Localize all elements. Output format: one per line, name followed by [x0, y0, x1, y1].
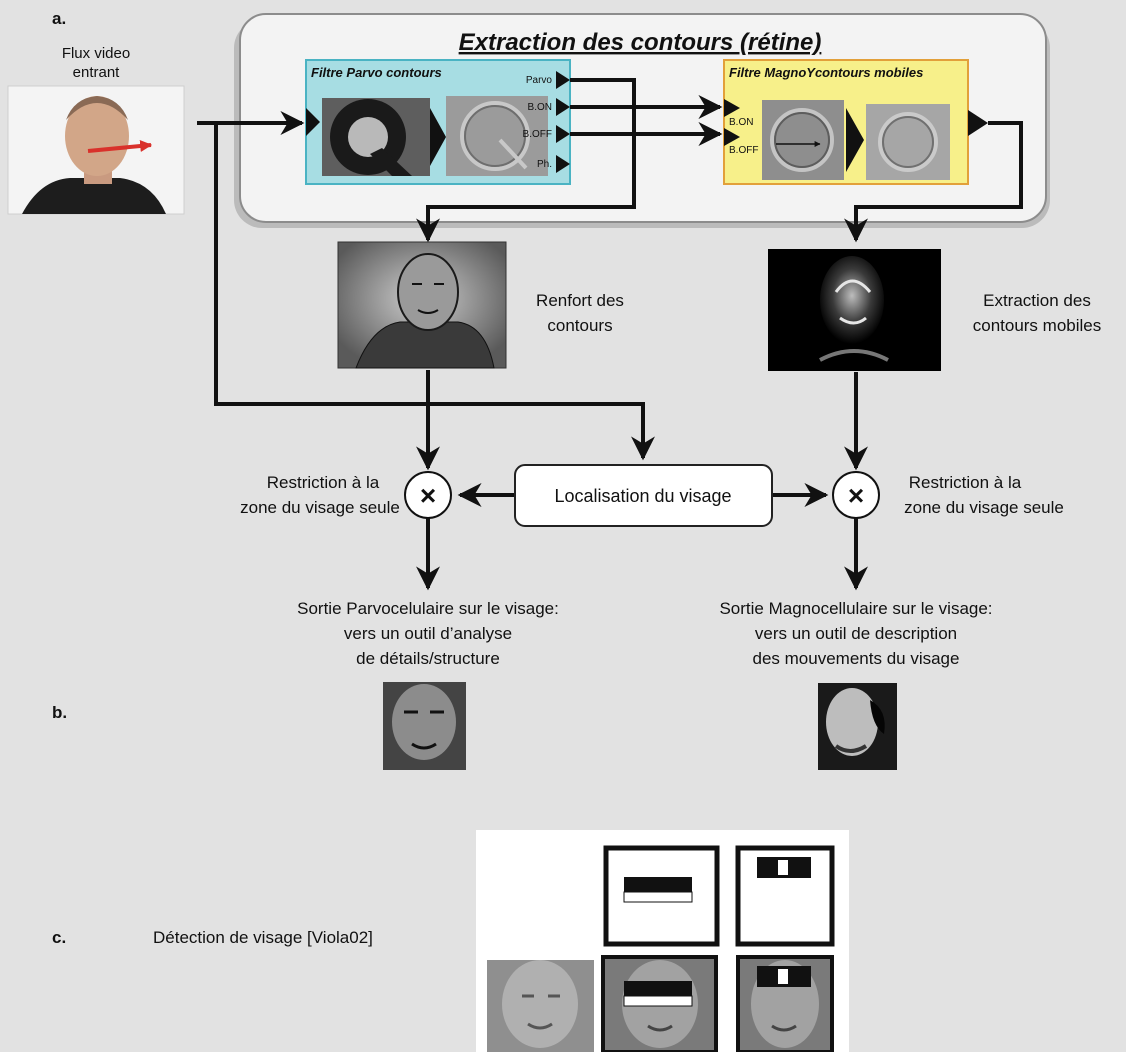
- parvo-q-output-image: [446, 96, 548, 176]
- panel-label-a: a.: [52, 9, 66, 28]
- parvo-output-parvo: Parvo: [526, 75, 553, 86]
- magno-inner-arrow: [846, 108, 864, 172]
- magno-q-input-image: [762, 100, 844, 180]
- localisation-label: Localisation du visage: [554, 486, 731, 506]
- output-magno-line1: Sortie Magnocellulaire sur le visage:: [719, 599, 992, 618]
- parvo-filter-title: Filtre Parvo contours: [311, 65, 442, 80]
- multiplier-right: [832, 471, 880, 519]
- magno-output-port: [968, 110, 988, 136]
- multiplier-left: [404, 471, 452, 519]
- multiplier-left-symbol: ×: [420, 480, 436, 511]
- face-sample-plain: [487, 960, 594, 1052]
- restriction-left-line1: Restriction à la: [267, 473, 380, 492]
- output-magno-line3: des mouvements du visage: [753, 649, 960, 668]
- localisation-box: [514, 464, 773, 527]
- magno-input-port-bon: [724, 99, 740, 117]
- magno-input-bon: B.ON: [729, 117, 753, 128]
- detection-label: Détection de visage [Viola02]: [153, 928, 373, 947]
- parvo-output-ph: Ph.: [537, 159, 552, 170]
- face-sample-horizontal-feature: [601, 955, 718, 1052]
- parvo-result-line2: contours: [547, 316, 612, 335]
- restriction-right-line1: Restriction à la: [909, 473, 1022, 492]
- retina-title: Extraction des contours (rétine): [459, 29, 822, 56]
- output-parvo-line2: vers un outil d’analyse: [344, 624, 512, 643]
- input-video-frame: [7, 85, 185, 215]
- magno-input-boff: B.OFF: [729, 145, 758, 156]
- magno-q-output-image: [866, 104, 950, 180]
- parvo-face-crop: [383, 682, 466, 770]
- panel-label-b: b.: [52, 703, 67, 722]
- output-parvo-line1: Sortie Parvocelulaire sur le visage:: [297, 599, 559, 618]
- output-parvo-line3: de détails/structure: [356, 649, 500, 668]
- face-sample-vertical-feature: [736, 955, 834, 1052]
- restriction-right-line2: zone du visage seule: [904, 498, 1064, 517]
- magno-filter-title: Filtre MagnoYcontours mobiles: [729, 65, 923, 80]
- parvo-input-port: [306, 108, 320, 136]
- parvo-result-line1: Renfort des: [536, 291, 624, 310]
- connection-lines: [197, 78, 1023, 591]
- input-label-line1: Flux video: [62, 45, 130, 62]
- parvo-output-ports: [556, 71, 570, 173]
- input-label-line2: entrant: [73, 64, 121, 81]
- restriction-left-line2: zone du visage seule: [240, 498, 400, 517]
- parvo-inner-arrow: [430, 108, 446, 166]
- parvo-output-boff: B.OFF: [523, 129, 552, 140]
- magno-face-crop: [818, 683, 897, 770]
- parvo-face-image: [337, 241, 507, 369]
- magno-input-port-boff: [724, 128, 740, 146]
- magno-face-image: [768, 249, 941, 371]
- panel-label-c: c.: [52, 928, 66, 947]
- magno-result-line2: contours mobiles: [973, 316, 1102, 335]
- output-magno-line2: vers un outil de description: [755, 624, 957, 643]
- parvo-q-input-image: [322, 98, 430, 176]
- multiplier-right-symbol: ×: [848, 480, 864, 511]
- viola-jones-figure: [476, 830, 849, 1052]
- parvo-output-bon: B.ON: [528, 102, 552, 113]
- magno-result-line1: Extraction des: [983, 291, 1091, 310]
